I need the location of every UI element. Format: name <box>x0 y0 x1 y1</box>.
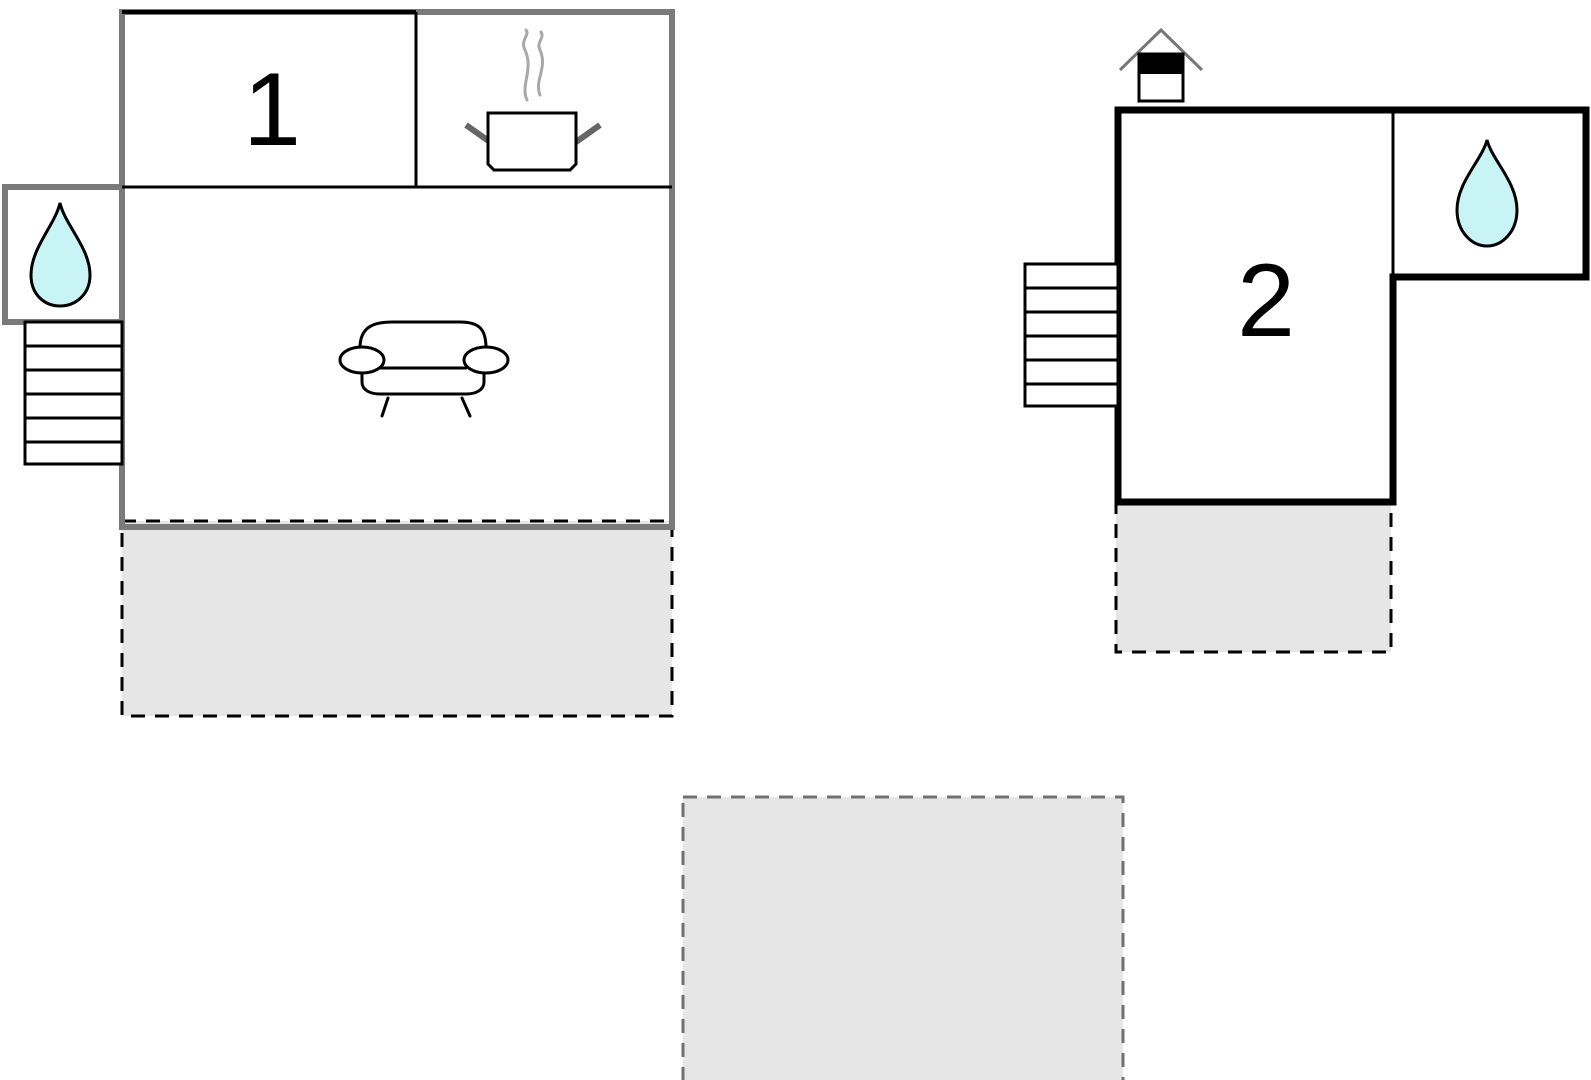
terrace-1 <box>120 519 674 718</box>
water-drop-icon <box>29 202 92 308</box>
stairs-icon <box>1023 262 1120 408</box>
room-1-number: 1 <box>243 52 301 168</box>
water-drop-icon <box>1455 139 1519 248</box>
room-2-number: 2 <box>1237 243 1295 359</box>
terrace-3 <box>681 795 1125 1080</box>
sofa-icon <box>338 320 510 418</box>
bathroom-annex-1 <box>2 184 122 325</box>
building-1-outer-wall <box>119 9 675 530</box>
building-2: 2 <box>1023 27 1590 654</box>
building-2-outer-wall <box>1114 106 1590 506</box>
house-icon <box>1118 27 1204 103</box>
stairs-icon <box>23 320 124 466</box>
terrace-2 <box>1114 498 1393 654</box>
cooking-pot-icon <box>464 28 602 172</box>
building-1: 1 <box>2 9 675 718</box>
